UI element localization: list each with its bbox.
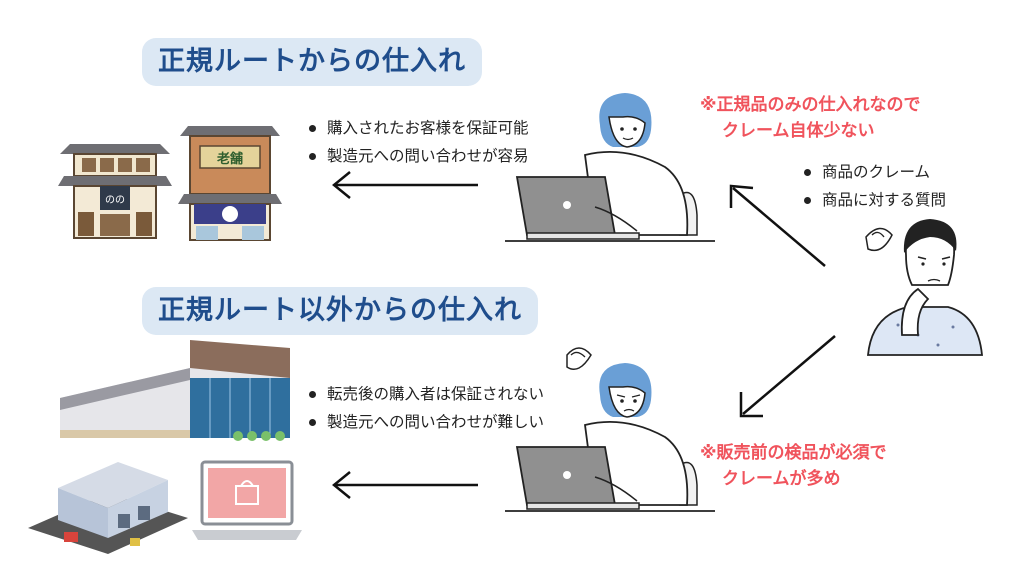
distribution-center-illustration xyxy=(28,462,188,554)
top-benefits-list: 購入されたお客様を保証可能 製造元への問い合わせが容易 xyxy=(305,114,529,170)
customer-inquiry-list: 商品のクレーム 商品に対する質問 xyxy=(800,158,946,214)
warehouse-building-illustration xyxy=(60,340,290,441)
note-line-1: ※正規品のみの仕入れなので xyxy=(700,95,921,115)
top-route-note: ※正規品のみの仕入れなので クレーム自体少ない xyxy=(700,92,921,144)
list-item: 製造元への問い合わせが難しい xyxy=(305,408,544,436)
list-item: 製造元への問い合わせが容易 xyxy=(305,142,529,170)
worried-customer-illustration xyxy=(865,219,983,356)
left-arrow-icon xyxy=(332,171,478,199)
online-shop-laptop-illustration xyxy=(192,460,302,540)
worried-seller-with-laptop-illustration xyxy=(505,347,715,512)
list-item: 商品に対する質問 xyxy=(800,186,946,214)
note-line-1: ※販売前の検品が必須で xyxy=(700,443,887,463)
shop-noren-text: のの xyxy=(105,195,125,206)
list-item: 転売後の購入者は保証されない xyxy=(305,380,544,408)
note-line-2: クレームが多め xyxy=(722,469,841,489)
bottom-risks-list: 転売後の購入者は保証されない 製造元への問い合わせが難しい xyxy=(305,380,544,436)
note-line-2: クレーム自体少ない xyxy=(722,121,875,141)
top-route-title: 正規ルートからの仕入れ xyxy=(142,38,482,86)
traditional-shop-illustration: のの 老舗 xyxy=(58,126,282,241)
up-left-arrow-icon xyxy=(729,184,826,267)
down-left-arrow-icon xyxy=(739,335,836,418)
seller-with-laptop-illustration xyxy=(505,93,715,242)
bottom-route-note: ※販売前の検品が必須で クレームが多め xyxy=(700,440,887,492)
bottom-route-title: 正規ルート以外からの仕入れ xyxy=(142,287,538,335)
list-item: 商品のクレーム xyxy=(800,158,946,186)
left-arrow-icon xyxy=(332,471,478,499)
shop-sign-text: 老舗 xyxy=(216,151,243,167)
list-item: 購入されたお客様を保証可能 xyxy=(305,114,529,142)
